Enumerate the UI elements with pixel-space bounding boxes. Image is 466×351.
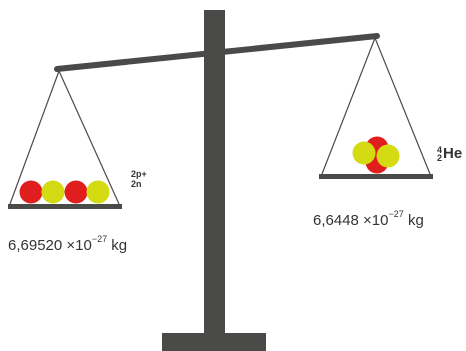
left-mass-unit: kg: [107, 237, 128, 254]
right-pan: [319, 174, 433, 179]
scale-beam: [54, 33, 380, 72]
mass-number: 4: [437, 145, 443, 156]
left-pan: [8, 204, 122, 209]
proton-particle: [64, 180, 88, 204]
left-mass-value: 6,69520 ×10−27 kg: [8, 234, 128, 254]
neutron-particle: [352, 141, 376, 165]
neutron-particle: [41, 180, 65, 204]
right-mass-unit: kg: [403, 212, 424, 229]
neutron-particle: [86, 180, 110, 204]
proton-particle: [19, 180, 43, 204]
helium-nucleus: [352, 136, 400, 174]
right-pan-string-right: [374, 37, 431, 175]
right-mass-value: 6,6448 ×10−27 kg: [313, 209, 424, 229]
element-symbol: He: [443, 145, 463, 162]
neutron-count-label: 2n: [131, 179, 142, 189]
right-mass-exponent: −27: [388, 209, 404, 219]
scale-base: [162, 333, 266, 351]
left-pan-string-left: [9, 70, 60, 205]
right-pan-string-left: [321, 37, 376, 175]
left-mass-mantissa: 6,69520 ×10: [8, 237, 92, 254]
left-pan-nucleons: [19, 180, 110, 204]
scale-column: [204, 10, 225, 335]
proton-count-label: 2p+: [131, 169, 147, 179]
atomic-number: 2: [437, 153, 443, 164]
left-mass-exponent: −27: [91, 234, 108, 244]
left-pan-string-right: [58, 70, 120, 205]
neutron-particle: [376, 144, 400, 168]
right-mass-mantissa: 6,6448 ×10: [313, 212, 389, 229]
nucleon-composition: 2p+ 2n: [131, 169, 147, 189]
